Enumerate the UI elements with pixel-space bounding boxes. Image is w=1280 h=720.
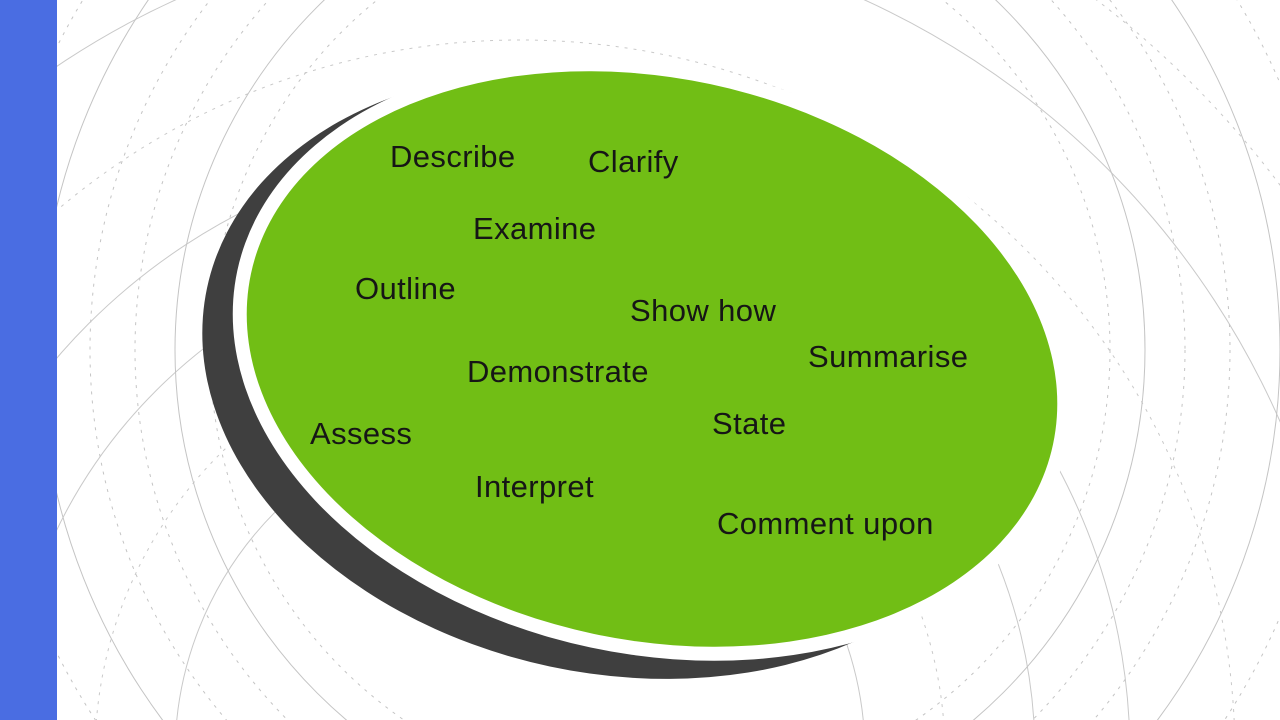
keyword-summarise: Summarise [808,339,969,374]
left-accent-bar [0,0,57,720]
keyword-demonstrate: Demonstrate [467,354,649,389]
keyword-show-how: Show how [630,293,777,328]
keyword-comment-upon: Comment upon [717,506,934,541]
keyword-assess: Assess [310,416,413,451]
keyword-interpret: Interpret [475,469,595,504]
keyword-outline: Outline [355,271,457,306]
keyword-state: State [712,406,787,441]
keyword-examine: Examine [473,211,597,246]
keyword-clarify: Clarify [588,144,679,179]
keyword-describe: Describe [390,139,516,174]
green-bubble-ellipse [246,71,1058,647]
